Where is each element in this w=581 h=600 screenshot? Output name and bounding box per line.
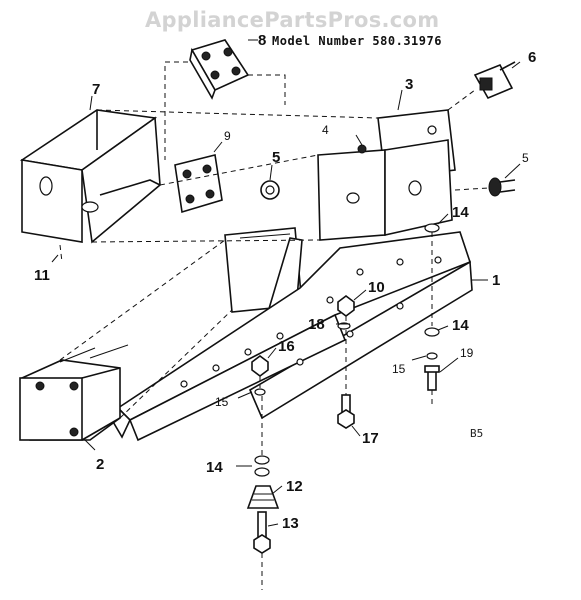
callout-part-7: 7 — [92, 81, 101, 98]
part-9-switch-shape — [174, 154, 223, 214]
part-5-washer-shape — [260, 180, 280, 200]
part-6-connector-shape — [473, 61, 516, 100]
callout-part-14-top: 14 — [452, 204, 469, 221]
callout-part-14-bottom: 14 — [206, 459, 223, 476]
site-watermark: AppliancePartsPros.com — [145, 8, 440, 32]
callout-part-9: 9 — [224, 129, 231, 143]
callout-leaders — [51, 39, 521, 527]
callout-part-5-plug: 5 — [522, 151, 529, 165]
callout-part-16: 16 — [278, 338, 295, 355]
part-2-motor-shape — [19, 344, 129, 441]
callout-part-11: 11 — [34, 267, 50, 284]
callout-part-12: 12 — [286, 478, 303, 495]
callout-part-14-mid: 14 — [452, 317, 469, 334]
callout-part-15-left: 15 — [215, 395, 229, 409]
part-7-box-shape — [19, 109, 161, 244]
callout-part-5-washer: 5 — [272, 149, 281, 166]
part-3-bracket-shape — [317, 109, 456, 241]
part-5-plug-shape — [488, 177, 516, 197]
callout-part-2: 2 — [96, 456, 105, 473]
part-1-rail-shape — [111, 231, 473, 442]
callout-part-4: 4 — [322, 123, 329, 137]
callout-part-10: 10 — [368, 279, 385, 296]
callout-part-1: 1 — [492, 272, 501, 289]
callout-part-15-right: 15 — [392, 362, 406, 376]
callout-part-3: 3 — [405, 76, 414, 93]
callout-part-6: 6 — [528, 49, 537, 66]
callout-part-8: 8 — [258, 32, 267, 49]
callout-part-19: 19 — [460, 346, 474, 360]
part-8-switch-shape — [189, 39, 250, 100]
callout-part-17: 17 — [362, 430, 379, 447]
callout-part-13: 13 — [282, 515, 299, 532]
diagram-code-label: B5 — [470, 427, 484, 440]
model-number-label: Model Number 580.31976 — [272, 34, 442, 48]
alignment-lines — [59, 61, 489, 590]
callout-part-18: 18 — [308, 316, 325, 333]
